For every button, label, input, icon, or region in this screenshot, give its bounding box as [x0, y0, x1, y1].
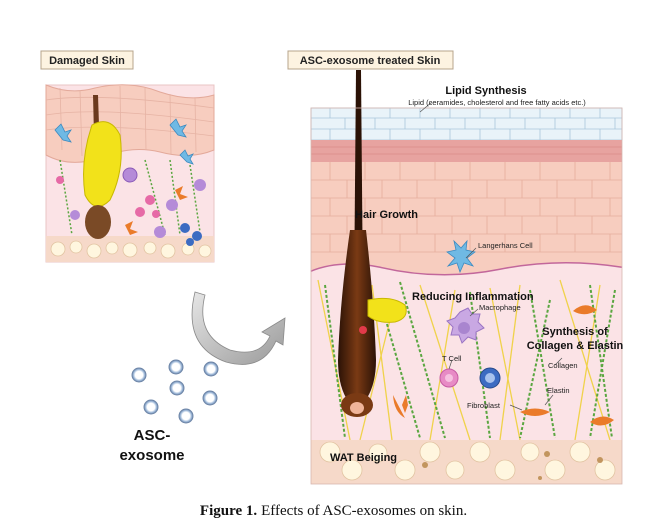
damaged-skin-title: Damaged Skin: [40, 50, 134, 70]
label-fibroblast: Fibroblast: [467, 401, 501, 410]
damaged-inflammatory-cells: [56, 167, 206, 246]
label-macrophage: Macrophage: [479, 303, 521, 312]
label-synthesis-line1: Synthesis of: [542, 326, 608, 338]
langerhans-cell: [446, 239, 476, 274]
label-t-cell: T Cell: [442, 354, 462, 363]
macrophage-cell: [446, 307, 485, 344]
label-collagen: Collagen: [548, 361, 578, 370]
treated-skin-title-text: ASC-exosome treated Skin: [300, 55, 441, 67]
exosome-label-line1: ASC-: [134, 427, 171, 444]
treated-skin-panel: Lipid Synthesis Lipid (ceramides, choles…: [287, 50, 624, 485]
damaged-skin-panel: Damaged Skin: [40, 50, 215, 263]
figure-caption: Figure 1.Effects of ASC-exosomes on skin…: [0, 503, 667, 520]
label-wat-beiging: WAT Beiging: [330, 452, 397, 464]
caption-text: Effects of ASC-exosomes on skin.: [261, 503, 468, 519]
label-reducing-inflammation: Reducing Inflammation: [412, 291, 534, 303]
fibroblast-cells: [393, 305, 614, 426]
sebaceous-gland: [367, 297, 407, 323]
damaged-skin-title-text: Damaged Skin: [49, 55, 125, 67]
label-lipid-detail: Lipid (ceramides, cholesterol and free f…: [408, 98, 586, 107]
label-lipid-synthesis: Lipid Synthesis: [445, 85, 526, 97]
label-hair-growth: Hair Growth: [355, 209, 418, 221]
label-elastin: Elastin: [547, 386, 570, 395]
exosome-label-line2: exosome: [119, 447, 184, 464]
label-synthesis-line2: Collagen & Elastin: [527, 340, 624, 352]
exosome-particles: [131, 359, 219, 424]
curved-arrow: [191, 291, 286, 365]
treated-skin-title: ASC-exosome treated Skin: [287, 50, 454, 70]
caption-label: Figure 1.: [199, 503, 258, 519]
label-langerhans-cell: Langerhans Cell: [478, 241, 533, 250]
hair-follicle: [338, 230, 376, 410]
